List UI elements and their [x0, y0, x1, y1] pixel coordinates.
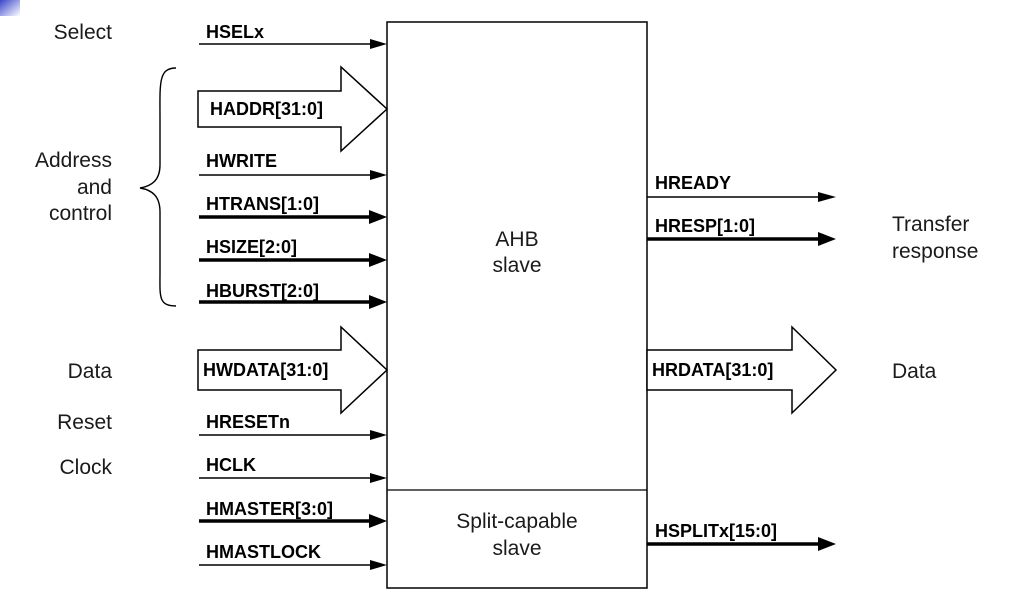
signal-hsplit: HSPLITx[15:0] — [647, 521, 836, 551]
label-data-in: Data — [68, 360, 113, 383]
signal-hsplit-label: HSPLITx[15:0] — [655, 521, 777, 541]
label-transfer-line1: Transfer — [892, 213, 969, 236]
signal-hsize: HSIZE[2:0] — [199, 237, 387, 267]
bus-haddr: HADDR[31:0] — [197, 65, 389, 153]
signal-hwrite-label: HWRITE — [206, 151, 277, 171]
ahb-slave-block — [386, 21, 648, 589]
signal-hsel-label: HSELx — [206, 22, 264, 42]
label-clock: Clock — [59, 456, 112, 479]
bus-haddr-label: HADDR[31:0] — [210, 99, 323, 119]
block-split-line2: slave — [492, 537, 541, 560]
signal-hresp: HRESP[1:0] — [647, 216, 836, 246]
block-main-line1: AHB — [495, 228, 538, 251]
signal-hburst-label: HBURST[2:0] — [206, 281, 319, 301]
signal-hresp-label: HRESP[1:0] — [655, 216, 755, 236]
label-data-out: Data — [892, 360, 937, 383]
signal-hburst: HBURST[2:0] — [199, 281, 387, 309]
bus-hrdata: HRDATA[31:0] — [646, 325, 838, 415]
bus-hrdata-label: HRDATA[31:0] — [652, 360, 773, 380]
signal-hsel: HSELx — [199, 22, 387, 49]
signal-htrans-label: HTRANS[1:0] — [206, 194, 319, 214]
label-address-line1: Address — [35, 149, 112, 172]
label-select: Select — [54, 21, 113, 44]
block-split-line1: Split-capable — [456, 510, 577, 533]
block-main-line2: slave — [492, 254, 541, 277]
signal-hclk-label: HCLK — [206, 455, 256, 475]
signal-htrans: HTRANS[1:0] — [199, 194, 387, 224]
signal-hmastlock: HMASTLOCK — [199, 542, 387, 570]
signal-hready-label: HREADY — [655, 173, 731, 193]
signal-hresetn: HRESETn — [199, 412, 387, 440]
signal-hwrite: HWRITE — [199, 151, 387, 180]
signal-hsize-label: HSIZE[2:0] — [206, 237, 297, 257]
signal-hmaster-label: HMASTER[3:0] — [206, 499, 333, 519]
label-address-line3: control — [49, 202, 112, 225]
corner-decoration — [0, 0, 20, 16]
signal-hclk: HCLK — [199, 455, 387, 483]
address-control-brace — [139, 67, 177, 307]
label-address-line2: and — [77, 176, 112, 199]
signal-hresetn-label: HRESETn — [206, 412, 290, 432]
label-reset: Reset — [57, 411, 112, 434]
bus-hwdata: HWDATA[31:0] — [197, 325, 389, 415]
signal-hready: HREADY — [647, 173, 836, 202]
signal-hmaster: HMASTER[3:0] — [199, 499, 387, 528]
bus-hwdata-label: HWDATA[31:0] — [203, 360, 328, 380]
label-transfer-line2: response — [892, 240, 978, 263]
signal-hmastlock-label: HMASTLOCK — [206, 542, 321, 562]
